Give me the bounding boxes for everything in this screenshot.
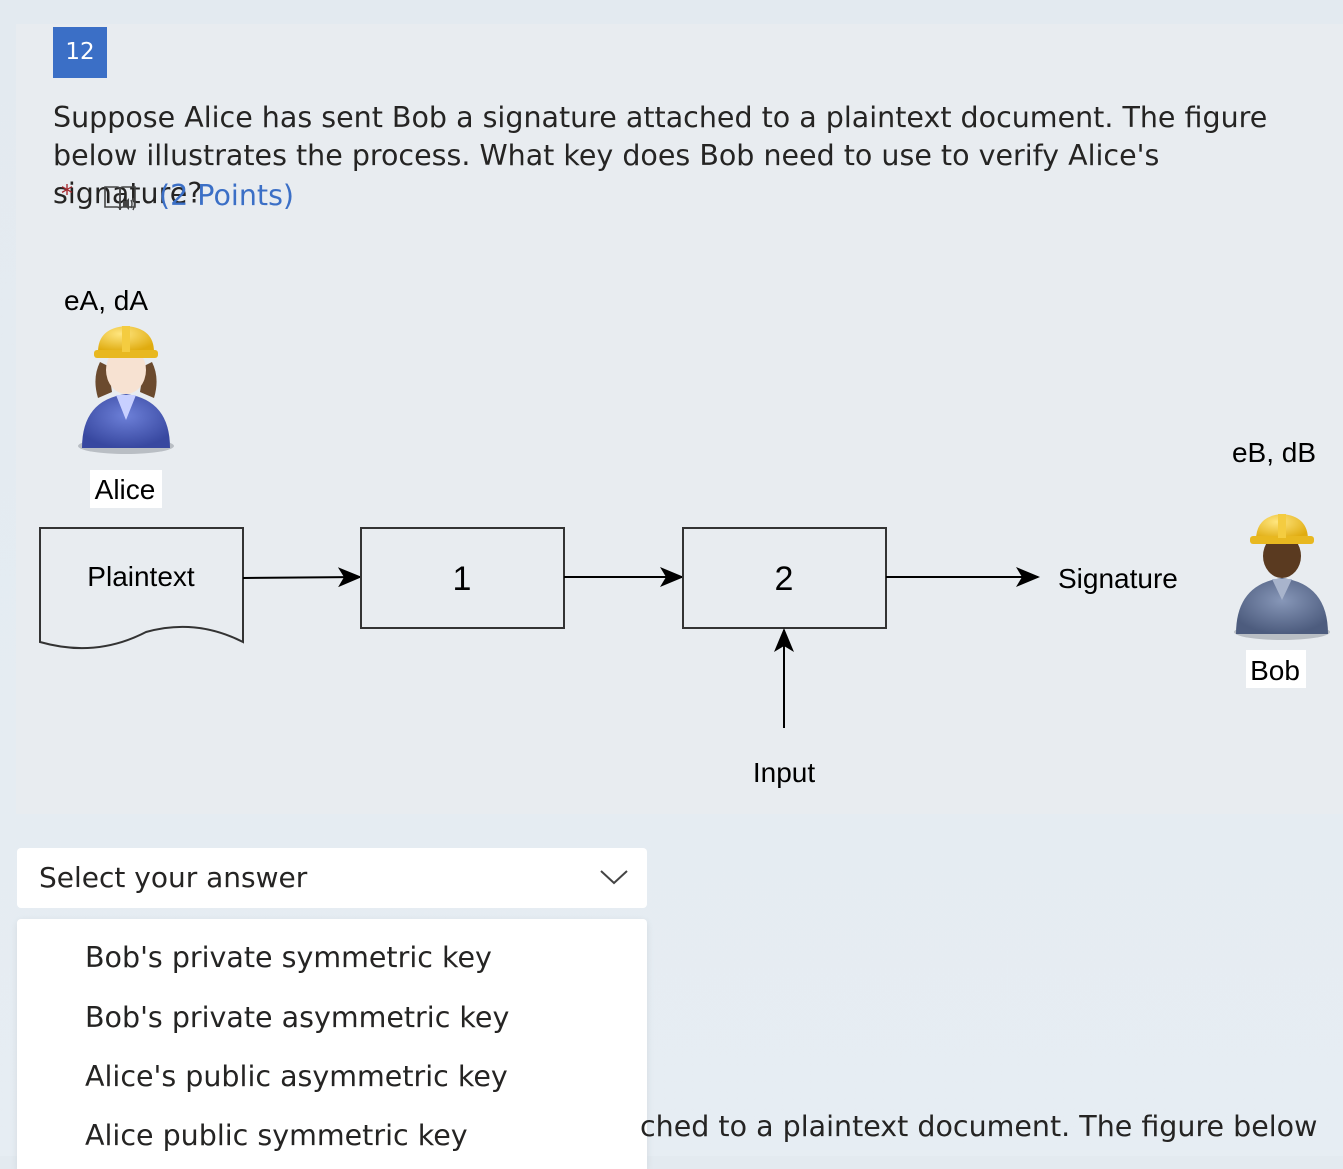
answer-option[interactable]: Alice's public asymmetric key: [17, 1047, 647, 1106]
input-label: Input: [753, 757, 815, 788]
question-card: [16, 24, 1343, 814]
immersive-reader-icon[interactable]: [103, 184, 139, 214]
alice-avatar-icon: [78, 326, 174, 454]
question-number-badge: 12: [53, 27, 107, 78]
chevron-down-icon: [599, 866, 629, 888]
plaintext-label: Plaintext: [87, 561, 195, 592]
answer-option-label: Alice's public asymmetric key: [85, 1060, 508, 1093]
box-1-label: 1: [453, 560, 472, 598]
answer-option-label: Alice public symmetric key: [85, 1119, 468, 1152]
plaintext-document-shape: [39, 527, 244, 650]
box-2-label: 2: [775, 560, 794, 598]
answer-option[interactable]: Alice public symmetric key: [17, 1106, 647, 1165]
answer-option-label: Bob's private symmetric key: [85, 941, 492, 974]
signature-process-figure: eA, dA Alice eB, dB: [16, 270, 1343, 810]
answer-option-label: Bob's private asymmetric key: [85, 1001, 510, 1034]
alice-label: Alice: [95, 474, 156, 505]
answer-dropdown[interactable]: Select your answer: [17, 848, 647, 908]
answer-dropdown-placeholder: Select your answer: [39, 861, 308, 894]
question-text: Suppose Alice has sent Bob a signature a…: [53, 101, 1268, 210]
bob-avatar-icon: [1234, 514, 1330, 640]
next-question-text-fragment: ched to a plaintext document. The figure…: [640, 1110, 1318, 1143]
signature-label: Signature: [1058, 563, 1178, 594]
bob-keys-label: eB, dB: [1232, 437, 1316, 468]
answer-option[interactable]: Bob's private symmetric key: [17, 928, 647, 987]
answer-option[interactable]: Bob's private asymmetric key: [17, 988, 647, 1047]
question-points: (2 Points): [159, 179, 295, 212]
alice-keys-label: eA, dA: [64, 285, 148, 316]
bob-label: Bob: [1250, 655, 1300, 686]
answer-options-list: Bob's private symmetric key Bob's privat…: [17, 919, 647, 1169]
required-marker: *: [61, 180, 73, 208]
